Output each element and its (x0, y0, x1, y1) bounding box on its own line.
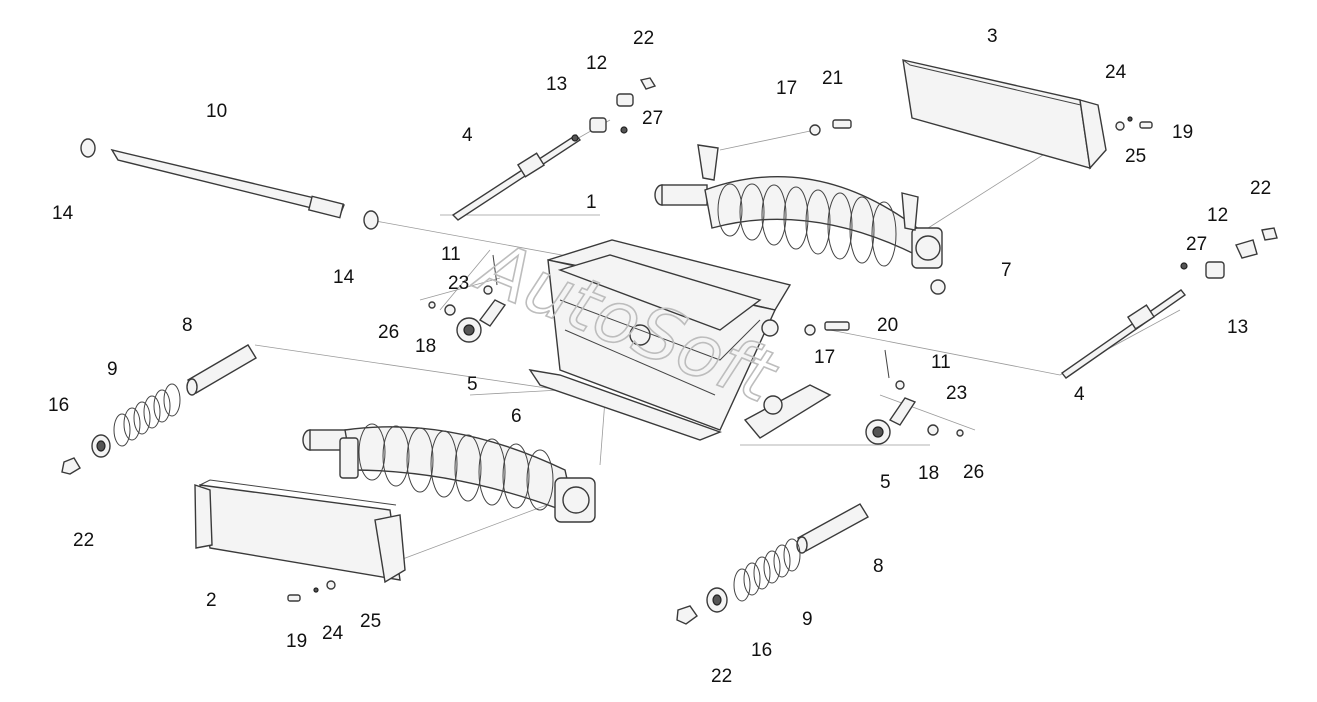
shield-3 (902, 59, 1107, 170)
frame-1 (528, 239, 832, 441)
label-16-left: 16 (48, 395, 69, 416)
hardware-24-25-19 (1115, 116, 1153, 131)
label-24-right: 24 (1105, 62, 1127, 83)
axle-4-left (451, 134, 582, 221)
label-18-right: 18 (918, 463, 939, 484)
label-22-bottom: 22 (711, 666, 732, 687)
label-5-left: 5 (467, 374, 478, 395)
leader-lines (254, 119, 1181, 561)
label-5-right: 5 (880, 472, 891, 493)
label-12-right: 12 (1207, 205, 1228, 226)
label-27-left: 27 (642, 108, 663, 129)
label-16-right: 16 (751, 640, 772, 661)
label-22-top: 22 (633, 28, 654, 49)
label-1: 1 (586, 192, 597, 213)
roller-6 (302, 423, 596, 523)
bracket-right (865, 349, 964, 445)
label-26-left: 26 (378, 322, 399, 343)
spring-assembly-right (676, 503, 869, 625)
label-11-left: 11 (441, 244, 461, 265)
label-23-left: 23 (448, 273, 469, 294)
label-14-left: 14 (52, 203, 74, 224)
label-12-left: 12 (586, 53, 607, 74)
label-17-top: 17 (776, 78, 797, 99)
label-13-right: 13 (1227, 317, 1248, 338)
roller-7 (654, 144, 946, 295)
label-17-mid: 17 (814, 347, 835, 368)
label-8-left: 8 (182, 315, 193, 336)
label-25-bottom: 25 (360, 611, 381, 632)
shaft-10 (80, 138, 379, 230)
label-24-bottom: 24 (322, 623, 344, 644)
label-4-left: 4 (462, 125, 473, 146)
label-2: 2 (206, 590, 217, 611)
label-25-right: 25 (1125, 146, 1146, 167)
label-23-right: 23 (946, 383, 967, 404)
label-13-left: 13 (546, 74, 567, 95)
shield-2 (194, 479, 406, 584)
label-20: 20 (877, 315, 898, 336)
bracket-left (428, 254, 507, 343)
label-21: 21 (822, 68, 843, 89)
label-19-right: 19 (1172, 122, 1193, 143)
label-7: 7 (1001, 260, 1012, 281)
label-4-right: 4 (1074, 384, 1085, 405)
label-11-right: 11 (931, 352, 951, 373)
label-19-bottom: 19 (286, 631, 307, 652)
label-18-left: 18 (415, 336, 436, 357)
hardware-17-21 (809, 119, 852, 136)
label-3: 3 (987, 26, 998, 47)
label-10: 10 (206, 101, 227, 122)
callout-labels: 1 2 3 4 4 5 5 6 7 8 8 9 9 10 11 11 12 12… (48, 26, 1271, 687)
axle-4-right (1060, 289, 1187, 379)
label-6: 6 (511, 406, 522, 427)
label-14-right: 14 (333, 267, 355, 288)
hardware-20-17 (804, 321, 850, 336)
label-22-right: 22 (1250, 178, 1271, 199)
label-27-right: 27 (1186, 234, 1207, 255)
label-22-left: 22 (73, 530, 94, 551)
hardware-right (1180, 227, 1278, 279)
hardware-top-left (589, 77, 657, 134)
label-8-right: 8 (873, 556, 884, 577)
hardware-19-24-25-bottom (287, 580, 336, 602)
spring-assembly-left (61, 344, 257, 475)
label-9-left: 9 (107, 359, 118, 380)
label-26-right: 26 (963, 462, 984, 483)
label-9-right: 9 (802, 609, 813, 630)
